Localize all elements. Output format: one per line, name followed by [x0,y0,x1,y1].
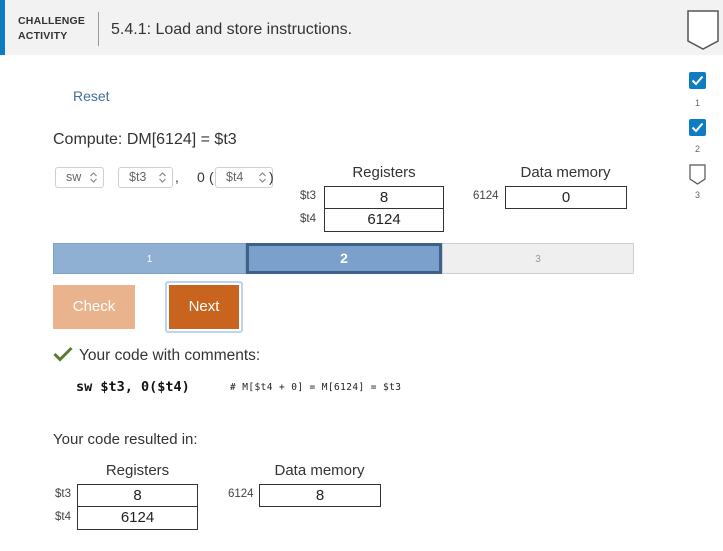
chevron-updown-icon [90,172,97,183]
shield-outline-icon [687,10,719,50]
result-memory-address: 6124 [228,488,254,500]
registers-header: Registers [352,164,416,181]
step-segment-1[interactable]: 1 [53,243,246,274]
result-register-value: 8 [77,484,198,507]
badge-line-2: ACTIVITY [18,30,68,42]
register2-value: $t4 [226,170,244,184]
memory-header: Data memory [520,164,611,181]
compute-prompt: Compute: DM[6124] = $t3 [53,131,237,148]
chevron-updown-icon [159,172,166,183]
result-memory-value: 8 [259,484,381,507]
close-paren: ) [269,169,274,185]
result-memory-header: Data memory [274,462,365,479]
offset-value: 0 [197,169,205,185]
reset-link[interactable]: Reset [73,88,110,104]
register1-value: $t3 [129,170,147,184]
result-heading: Your code resulted in: [53,431,198,448]
activity-title: 5.4.1: Load and store instructions. [111,21,353,38]
chevron-updown-icon [259,172,266,183]
step-segment-3[interactable]: 3 [442,243,634,274]
header-divider [98,12,99,46]
progress-marker-label: 1 [694,98,700,108]
step-segment-2[interactable]: 2 [246,243,442,274]
code-comments-heading: Your code with comments: [79,347,261,364]
challenge-activity-badge: CHALLENGE ACTIVITY [18,14,85,44]
register-label: $t3 [300,190,316,202]
open-paren: ( [209,169,214,185]
code-comment: # M[$t4 + 0] = M[6124] = $t3 [230,382,402,393]
result-register-label: $t4 [55,511,71,523]
result-registers-header: Registers [105,462,170,479]
progress-marker-label: 3 [694,190,700,200]
register-value: 6124 [324,208,444,232]
code-line: sw $t3, 0($t4) [76,379,190,395]
register-value: 8 [324,186,444,209]
opcode-select[interactable]: sw [55,167,104,188]
progress-marker-label: 2 [694,144,700,154]
memory-address: 6124 [473,190,499,202]
activity-header: CHALLENGE ACTIVITY 5.4.1: Load and store… [0,0,723,55]
memory-value: 0 [505,186,627,209]
check-button[interactable]: Check [53,285,135,329]
checkbox-checked-icon [689,72,706,89]
opcode-value: sw [66,170,82,184]
register-label: $t4 [300,213,316,225]
next-button[interactable]: Next [169,285,239,329]
comma-separator: , [175,169,179,185]
badge-line-1: CHALLENGE [18,15,86,27]
checkbox-checked-icon [689,119,706,136]
result-register-value: 6124 [77,506,198,530]
register2-select[interactable]: $t4 [215,167,273,188]
checkmark-icon [53,346,73,362]
checkbox-empty-icon [689,164,706,185]
next-button-focus-ring [165,281,243,333]
register1-select[interactable]: $t3 [118,167,173,188]
result-register-label: $t3 [55,488,71,500]
